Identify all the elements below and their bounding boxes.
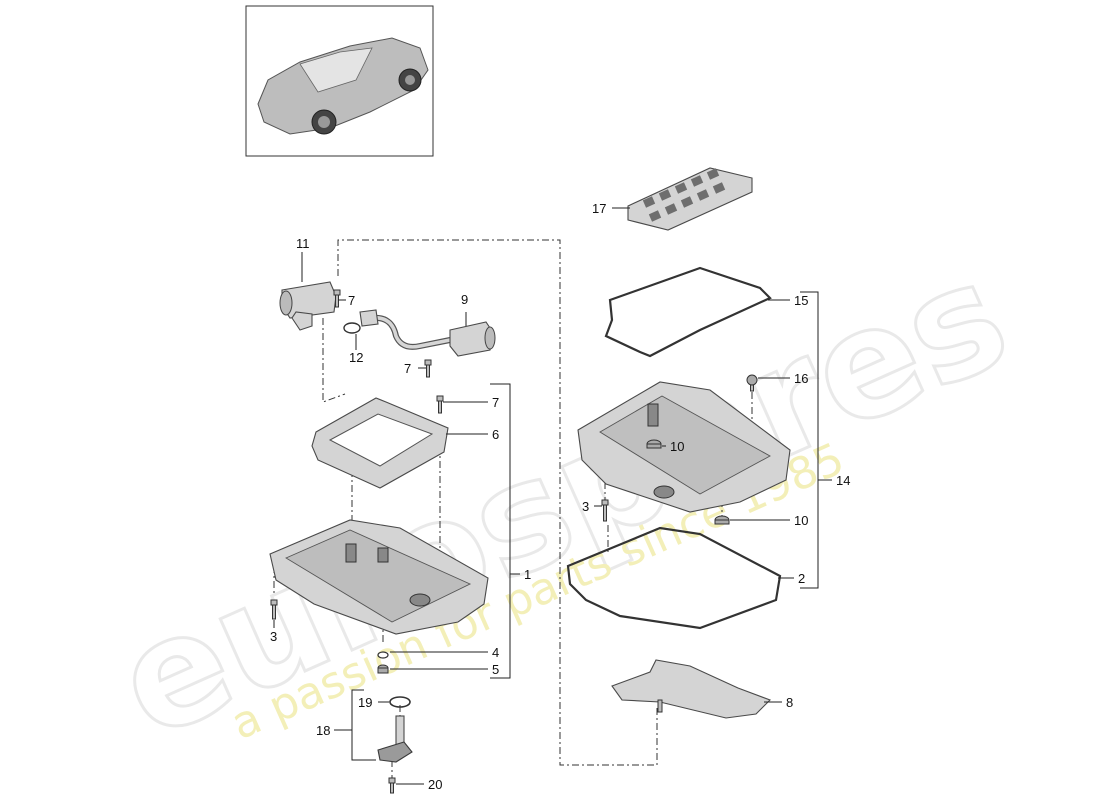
leader-lines <box>273 207 832 785</box>
bolt-7-upper <box>333 289 341 308</box>
car-body <box>257 37 429 135</box>
callout-7-middle: 7 <box>404 361 411 376</box>
callout-19: 19 <box>358 695 372 710</box>
part-o-ring-19 <box>389 696 411 708</box>
part-bearing-bridge <box>627 167 753 231</box>
part-intermediate-frame <box>311 397 449 489</box>
callout-10-lower: 10 <box>794 513 808 528</box>
nut-10-lower <box>714 515 730 525</box>
bolt-7-lower <box>436 395 444 414</box>
callout-9: 9 <box>461 292 468 307</box>
callout-5: 5 <box>492 662 499 677</box>
callout-18: 18 <box>316 723 330 738</box>
part-lower-oil-sump <box>269 519 489 635</box>
callout-20: 20 <box>428 777 442 792</box>
callout-2: 2 <box>798 571 805 586</box>
callout-labels: 11 7 9 12 7 7 6 1 3 4 5 19 18 20 17 15 1… <box>270 201 850 792</box>
screw-16 <box>746 374 758 392</box>
part-oil-level-sensor <box>377 715 413 763</box>
callout-12: 12 <box>349 350 363 365</box>
callout-15: 15 <box>794 293 808 308</box>
part-o-ring-12 <box>343 322 361 334</box>
part-baffle-plate <box>611 659 771 719</box>
callout-4: 4 <box>492 645 499 660</box>
part-gasket-upper <box>604 266 772 358</box>
callout-6: 6 <box>492 427 499 442</box>
part-oil-separator <box>279 281 337 331</box>
bolt-20 <box>388 777 396 794</box>
bolt-3-right <box>601 499 609 522</box>
callout-1: 1 <box>524 567 531 582</box>
bolt-3-left <box>270 599 278 620</box>
part-upper-oil-sump <box>577 381 791 513</box>
nut-10-upper <box>646 439 662 449</box>
callout-7-lower: 7 <box>492 395 499 410</box>
vehicle-thumbnail <box>245 5 434 157</box>
watermark: eurospares a passion for parts since 198… <box>92 227 1032 775</box>
callout-17: 17 <box>592 201 606 216</box>
callout-16: 16 <box>794 371 808 386</box>
part-seal-ring-4 <box>377 651 389 659</box>
callout-3-left: 3 <box>270 629 277 644</box>
part-gasket-lower <box>566 526 782 630</box>
callout-11: 11 <box>296 236 310 251</box>
callout-10-upper: 10 <box>670 439 684 454</box>
callout-8: 8 <box>786 695 793 710</box>
callout-7-upper: 7 <box>348 293 355 308</box>
bolt-7-middle <box>424 359 432 378</box>
callout-3-right: 3 <box>582 499 589 514</box>
part-breather-hose <box>359 309 496 357</box>
watermark-brand: eurospares <box>94 228 1031 773</box>
callout-14: 14 <box>836 473 850 488</box>
part-drain-plug-5 <box>377 664 389 674</box>
